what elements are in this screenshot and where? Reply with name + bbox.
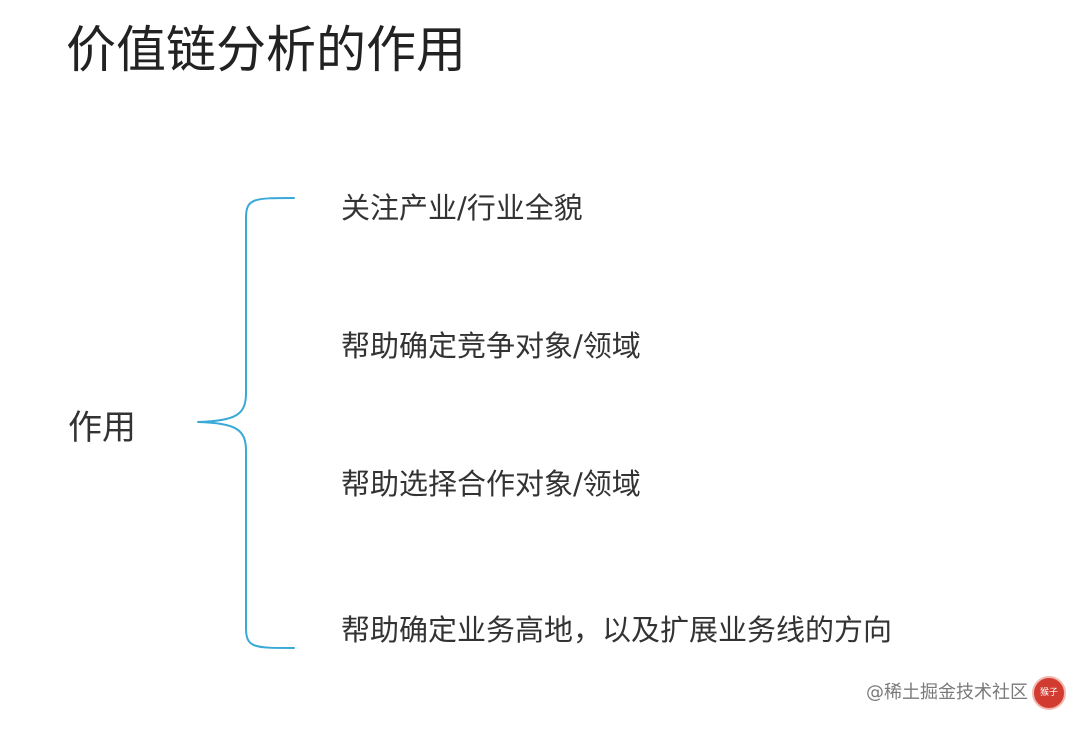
watermark-avatar: 猴子 [1032,676,1066,710]
item-3: 帮助选择合作对象/领域 [341,467,641,501]
left-label: 作用 [68,408,136,448]
page-title: 价值链分析的作用 [66,21,466,79]
item-2: 帮助确定竞争对象/领域 [341,329,641,363]
item-4: 帮助确定业务高地，以及扩展业务线的方向 [341,613,893,647]
watermark: @稀土掘金技术社区 猴子 [866,676,1066,710]
curly-brace [197,197,295,649]
watermark-text: @稀土掘金技术社区 [866,682,1028,703]
item-1: 关注产业/行业全貌 [341,191,583,225]
watermark-badge: 猴子 [1039,688,1058,698]
brace-path [197,197,295,649]
